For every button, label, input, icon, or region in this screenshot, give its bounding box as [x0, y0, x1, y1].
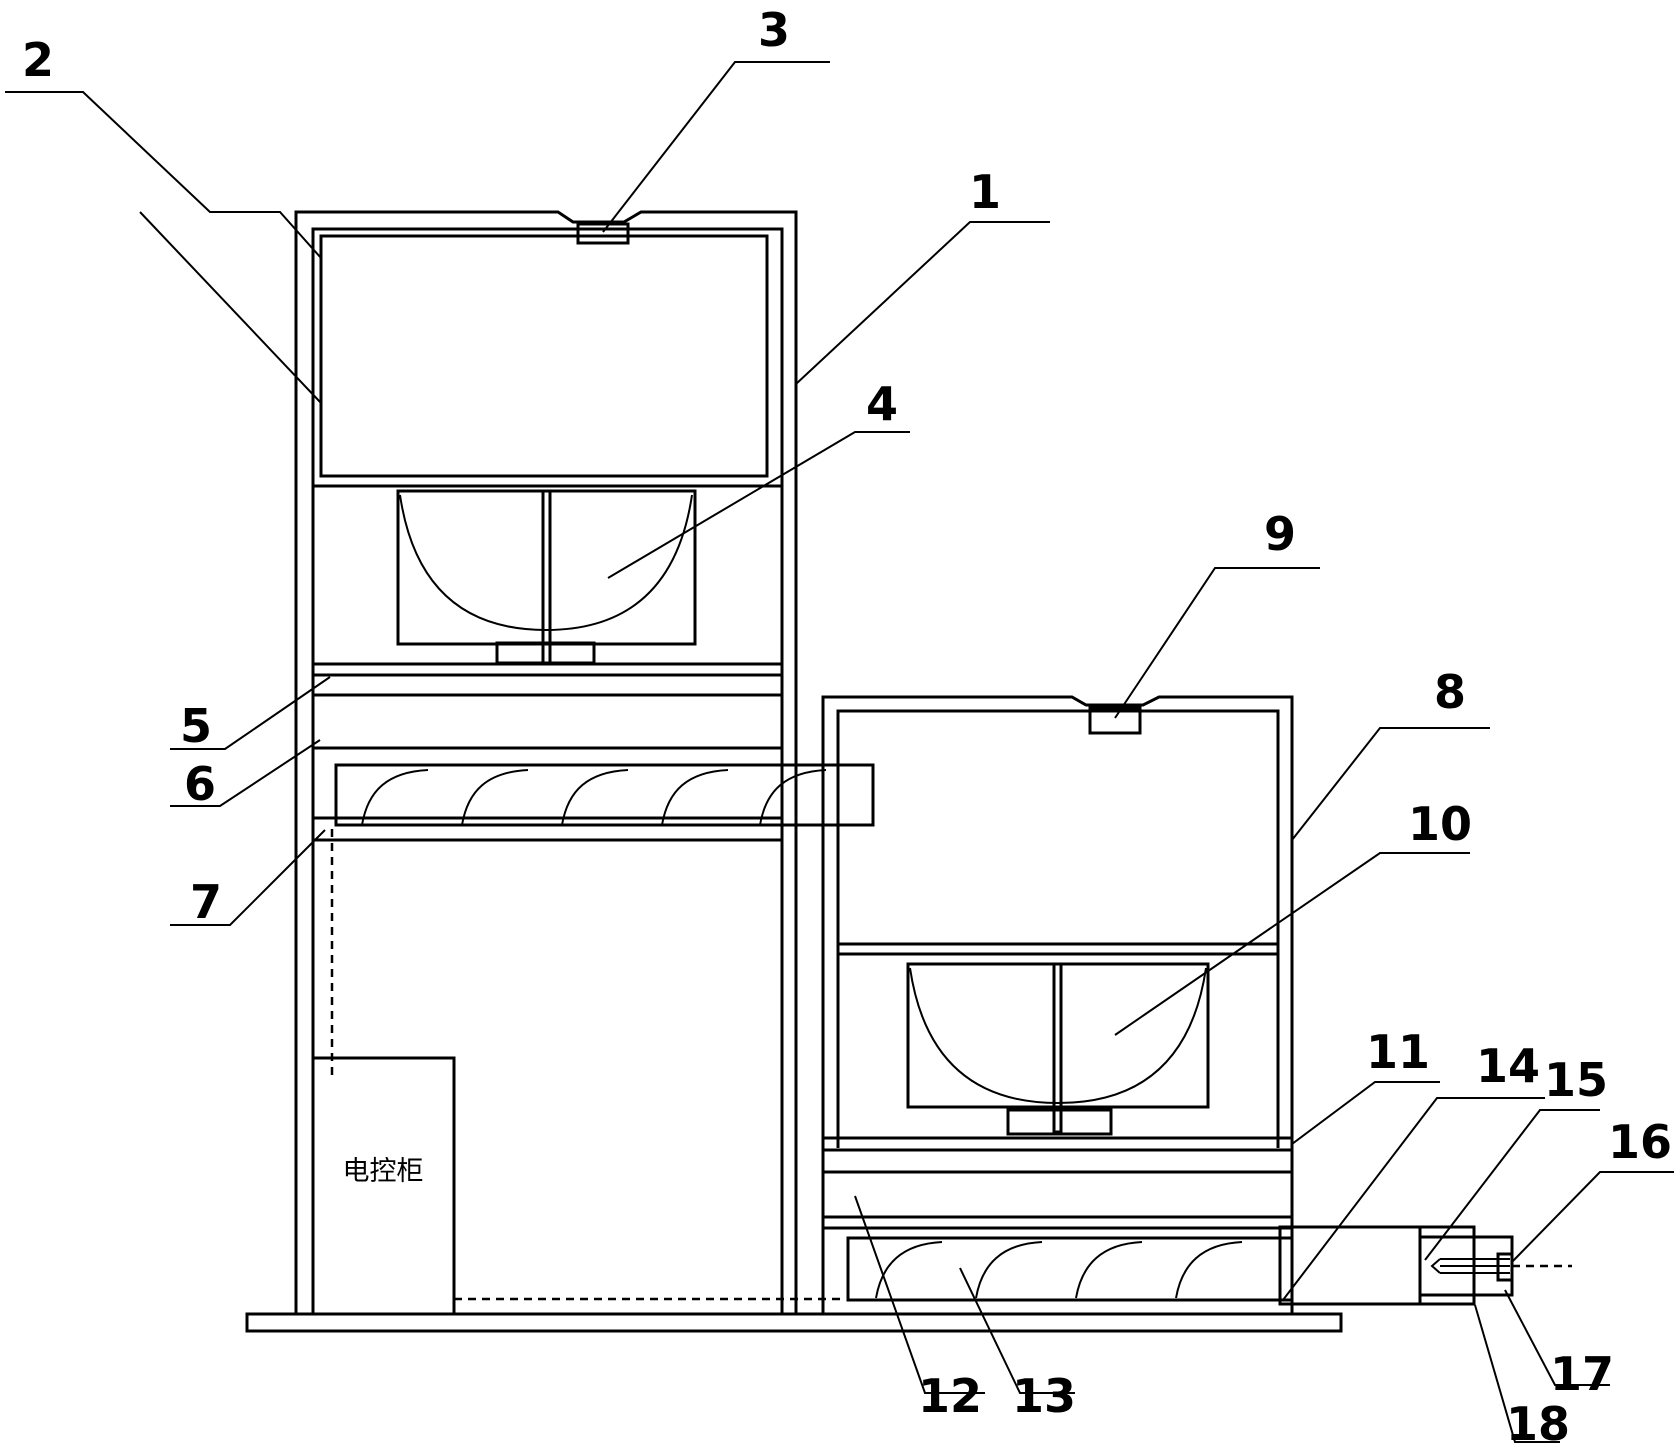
leader-13	[959, 1267, 1075, 1394]
leader-5	[170, 676, 331, 750]
label-7: 7	[190, 875, 222, 929]
label-16: 16	[1608, 1115, 1672, 1169]
control-cabinet	[311, 1056, 456, 1316]
leader-17	[1504, 1289, 1610, 1386]
leader-3	[602, 61, 830, 233]
left-mixer-bowl	[399, 494, 693, 632]
left-unit	[294, 210, 875, 1314]
left-plate-6	[311, 693, 784, 750]
label-8: 8	[1434, 665, 1466, 719]
right-frame-outer	[821, 695, 1294, 1314]
nozzle-17	[1430, 1258, 1510, 1274]
cabinet-label: 电控柜	[343, 1156, 424, 1187]
right-mixer-bowl	[909, 967, 1207, 1105]
left-mixer-motor-base	[495, 641, 596, 665]
right-frame-inner	[836, 709, 1280, 1148]
feed-port-3	[576, 222, 630, 245]
leader-4	[607, 431, 910, 579]
label-14: 14	[1476, 1039, 1540, 1093]
label-15: 15	[1544, 1053, 1608, 1107]
label-17: 17	[1550, 1347, 1614, 1401]
left-hopper-chamber	[319, 234, 769, 478]
label-6: 6	[184, 757, 216, 811]
leader-7	[170, 829, 326, 926]
right-screw-tube	[846, 1236, 1294, 1302]
right-unit	[821, 695, 1572, 1316]
right-screw-flights	[875, 1241, 1243, 1299]
leader-12	[854, 1195, 985, 1394]
left-screw-flights	[361, 769, 827, 826]
label-4: 4	[866, 377, 898, 431]
right-mixer-shaft	[1052, 962, 1063, 1134]
label-1: 1	[969, 165, 1001, 219]
label-10: 10	[1408, 797, 1472, 851]
leader-6	[170, 739, 321, 807]
part-numbers: 1 2 3 4 5 6 7 8 9 10 11 12 13 14 15 16 1…	[22, 3, 1672, 1451]
leader-16	[1511, 1171, 1674, 1263]
label-12: 12	[918, 1369, 982, 1423]
leader-lines	[5, 61, 1674, 1443]
label-9: 9	[1264, 507, 1296, 561]
right-mixer-tank	[906, 962, 1210, 1109]
leader-1	[795, 221, 1050, 385]
leader-15	[1424, 1109, 1600, 1261]
label-18: 18	[1506, 1397, 1570, 1451]
right-mixer-motor-base	[1006, 1108, 1113, 1136]
leader-18	[1474, 1304, 1560, 1443]
left-plate-5	[311, 673, 784, 697]
left-frame-outer	[294, 210, 798, 1314]
label-13: 13	[1012, 1369, 1076, 1423]
label-2: 2	[22, 33, 54, 87]
label-3: 3	[758, 3, 790, 57]
right-plate-12	[821, 1170, 1294, 1219]
left-screw-tube	[334, 763, 875, 827]
leader-14	[1282, 1097, 1545, 1301]
base-plate	[245, 1312, 1343, 1333]
leader-11	[1291, 1081, 1440, 1145]
label-11: 11	[1366, 1025, 1430, 1079]
leader-2	[5, 91, 322, 404]
leader-10	[1114, 852, 1470, 1036]
feed-port-9	[1088, 706, 1142, 735]
leader-9	[1114, 567, 1320, 719]
left-mixer-shaft	[541, 489, 552, 665]
label-5: 5	[180, 699, 212, 753]
left-mixer-tank	[396, 489, 697, 646]
leader-8	[1291, 727, 1490, 841]
